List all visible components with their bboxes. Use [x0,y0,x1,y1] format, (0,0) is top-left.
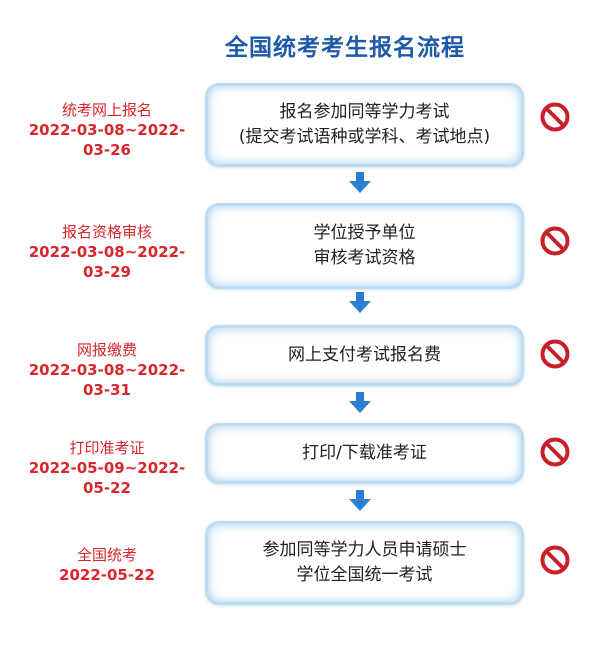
step-1-date: 2022-03-08~2022-03-26 [28,121,186,159]
no-entry-icon [540,339,570,369]
no-entry-icon [540,102,570,132]
step-5-label: 全国统考 2022-05-22 [18,545,196,585]
step-4-date: 2022-05-09~2022-05-22 [28,459,186,497]
step-4-name: 打印准考证 [69,439,145,457]
step-3-name: 网报缴费 [76,341,137,359]
step-1-box-line2: (提交考试语种或学科、考试地点) [238,127,491,147]
step-1-box-line1: 报名参加同等学力考试 [279,102,450,122]
arrow-down-icon [349,490,371,511]
step-4-label: 打印准考证 2022-05-09~2022-05-22 [18,438,196,497]
step-3-label: 网报缴费 2022-03-08~2022-03-31 [18,340,196,399]
step-2-name: 报名资格审核 [61,223,152,241]
step-2-box-line2: 审核考试资格 [313,248,416,268]
step-4-box-line1: 打印/下载准考证 [302,443,427,463]
step-5-box-line2: 学位全国统一考试 [296,565,433,585]
step-2-box-line1: 学位授予单位 [313,223,416,243]
no-entry-icon [540,545,570,575]
no-entry-icon [540,437,570,467]
step-1-box: 报名参加同等学力考试 (提交考试语种或学科、考试地点) [205,83,524,167]
no-entry-icon [540,226,570,256]
step-1-name: 统考网上报名 [61,101,152,119]
arrow-down-icon [349,292,371,313]
step-4-box: 打印/下载准考证 [205,423,524,484]
step-5-name: 全国统考 [76,546,137,564]
step-3-box: 网上支付考试报名费 [205,325,524,386]
step-2-box: 学位授予单位 审核考试资格 [205,203,524,289]
arrow-down-icon [349,392,371,413]
arrow-down-icon [349,172,371,193]
step-5-box: 参加同等学力人员申请硕士 学位全国统一考试 [205,521,524,605]
step-5-date: 2022-05-22 [59,566,155,584]
step-2-date: 2022-03-08~2022-03-29 [28,243,186,281]
step-5-box-line1: 参加同等学力人员申请硕士 [262,540,467,560]
step-1-label: 统考网上报名 2022-03-08~2022-03-26 [18,100,196,160]
step-3-box-line1: 网上支付考试报名费 [288,345,441,365]
step-2-label: 报名资格审核 2022-03-08~2022-03-29 [18,222,196,282]
step-3-date: 2022-03-08~2022-03-31 [28,361,186,399]
page-title: 全国统考考生报名流程 [225,35,465,61]
